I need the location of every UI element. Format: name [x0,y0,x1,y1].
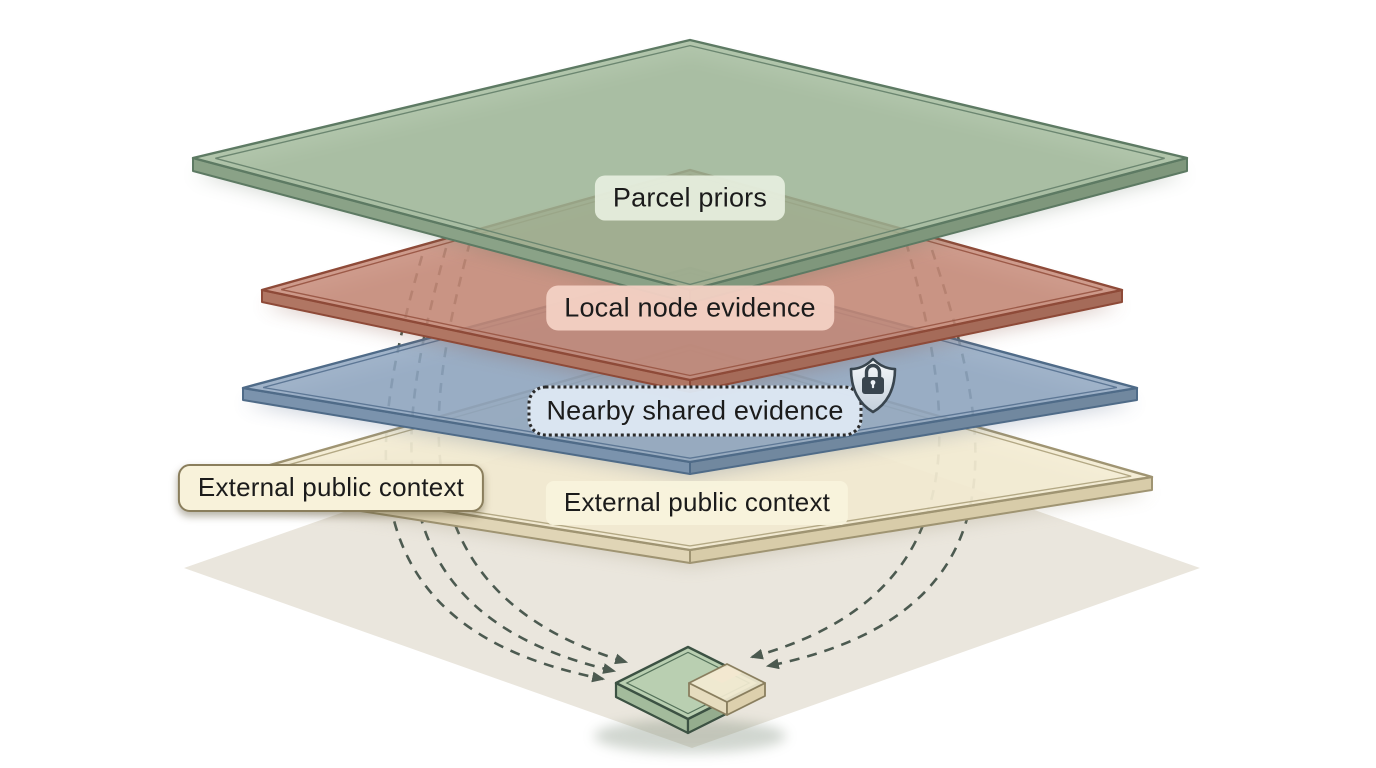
lock-shackle [864,363,882,377]
shield-lock-icon [849,357,897,414]
side-label-external-public-context: External public context [177,464,485,512]
chip-shadow [594,719,786,753]
layer-label-external-public-context: External public context [545,481,849,525]
layer-label-nearby-shared-evidence: Nearby shared evidence [527,385,863,437]
chip-inset-piece [688,663,766,716]
arrow-left-1 [437,241,629,665]
layer-label-local-node-evidence: Local node evidence [546,285,834,331]
layer-label-parcel-priors: Parcel priors [594,175,786,221]
arrow-right-1 [749,241,941,660]
target-parcel-chip [594,645,786,753]
